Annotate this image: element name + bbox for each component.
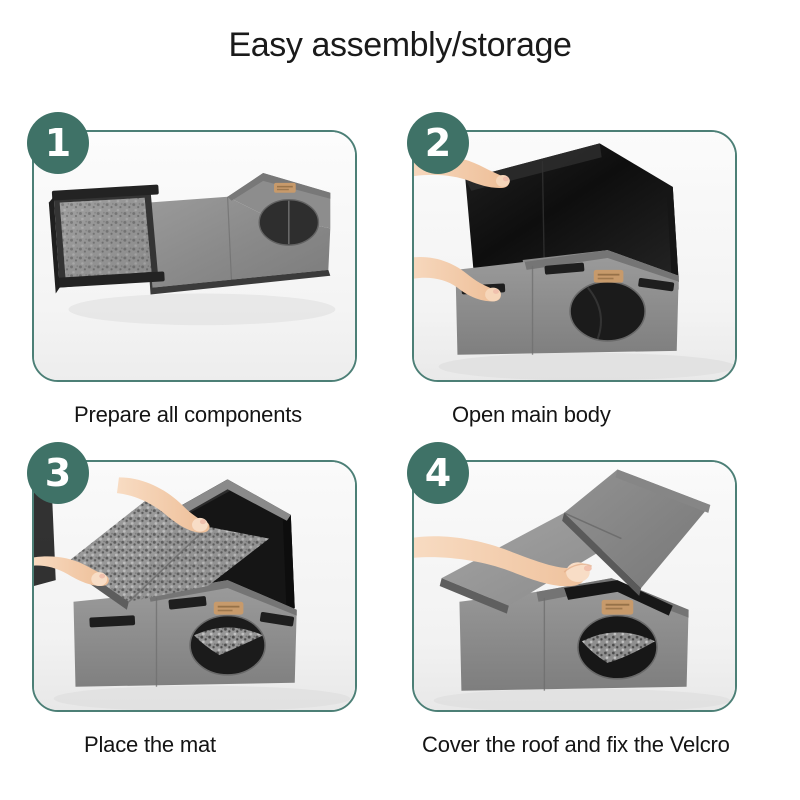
step-image-panel-1 <box>32 130 357 382</box>
step-illustration-3 <box>34 462 355 710</box>
step-caption-1: Prepare all components <box>74 402 302 427</box>
brand-tag-icon <box>593 269 624 283</box>
steps-grid: 1 Prepare all components <box>0 112 800 785</box>
step-card-4: 4 Cover the roof and fix the Velcro <box>407 442 737 770</box>
velcro-strip-icon <box>544 262 585 275</box>
roof-panel-left <box>441 512 622 606</box>
step-number-3: 3 <box>44 451 72 495</box>
hand-icon <box>414 536 593 587</box>
step-number-4: 4 <box>424 451 452 495</box>
brand-tag-icon <box>601 599 634 615</box>
step-illustration-2 <box>414 132 735 380</box>
step-number-badge-1: 1 <box>27 112 89 174</box>
brand-tag-icon <box>274 182 296 193</box>
step-number-badge-2: 2 <box>407 112 469 174</box>
step-image-panel-3 <box>32 460 357 712</box>
step-image-panel-2 <box>412 130 737 382</box>
velcro-strip-icon <box>89 615 136 628</box>
step-illustration-1 <box>34 132 355 380</box>
step-caption-3: Place the mat <box>84 732 216 757</box>
hand-icon <box>116 477 210 533</box>
step-number-2: 2 <box>424 121 452 165</box>
step-card-2: 2 Open main body <box>407 112 737 440</box>
step-caption-4: Cover the roof and fix the Velcro <box>422 732 730 757</box>
hand-icon <box>34 556 109 586</box>
step-number-1: 1 <box>44 121 72 165</box>
hand-icon <box>414 257 501 302</box>
step-card-1: 1 Prepare all components <box>27 112 357 440</box>
step-illustration-4 <box>414 462 735 710</box>
step-card-3: 3 Place the mat <box>27 442 357 770</box>
step-caption-2: Open main body <box>452 402 611 427</box>
step-image-panel-4 <box>412 460 737 712</box>
step-number-badge-3: 3 <box>27 442 89 504</box>
page-title: Easy assembly/storage <box>228 26 572 64</box>
brand-tag-icon <box>213 601 244 615</box>
step-number-badge-4: 4 <box>407 442 469 504</box>
